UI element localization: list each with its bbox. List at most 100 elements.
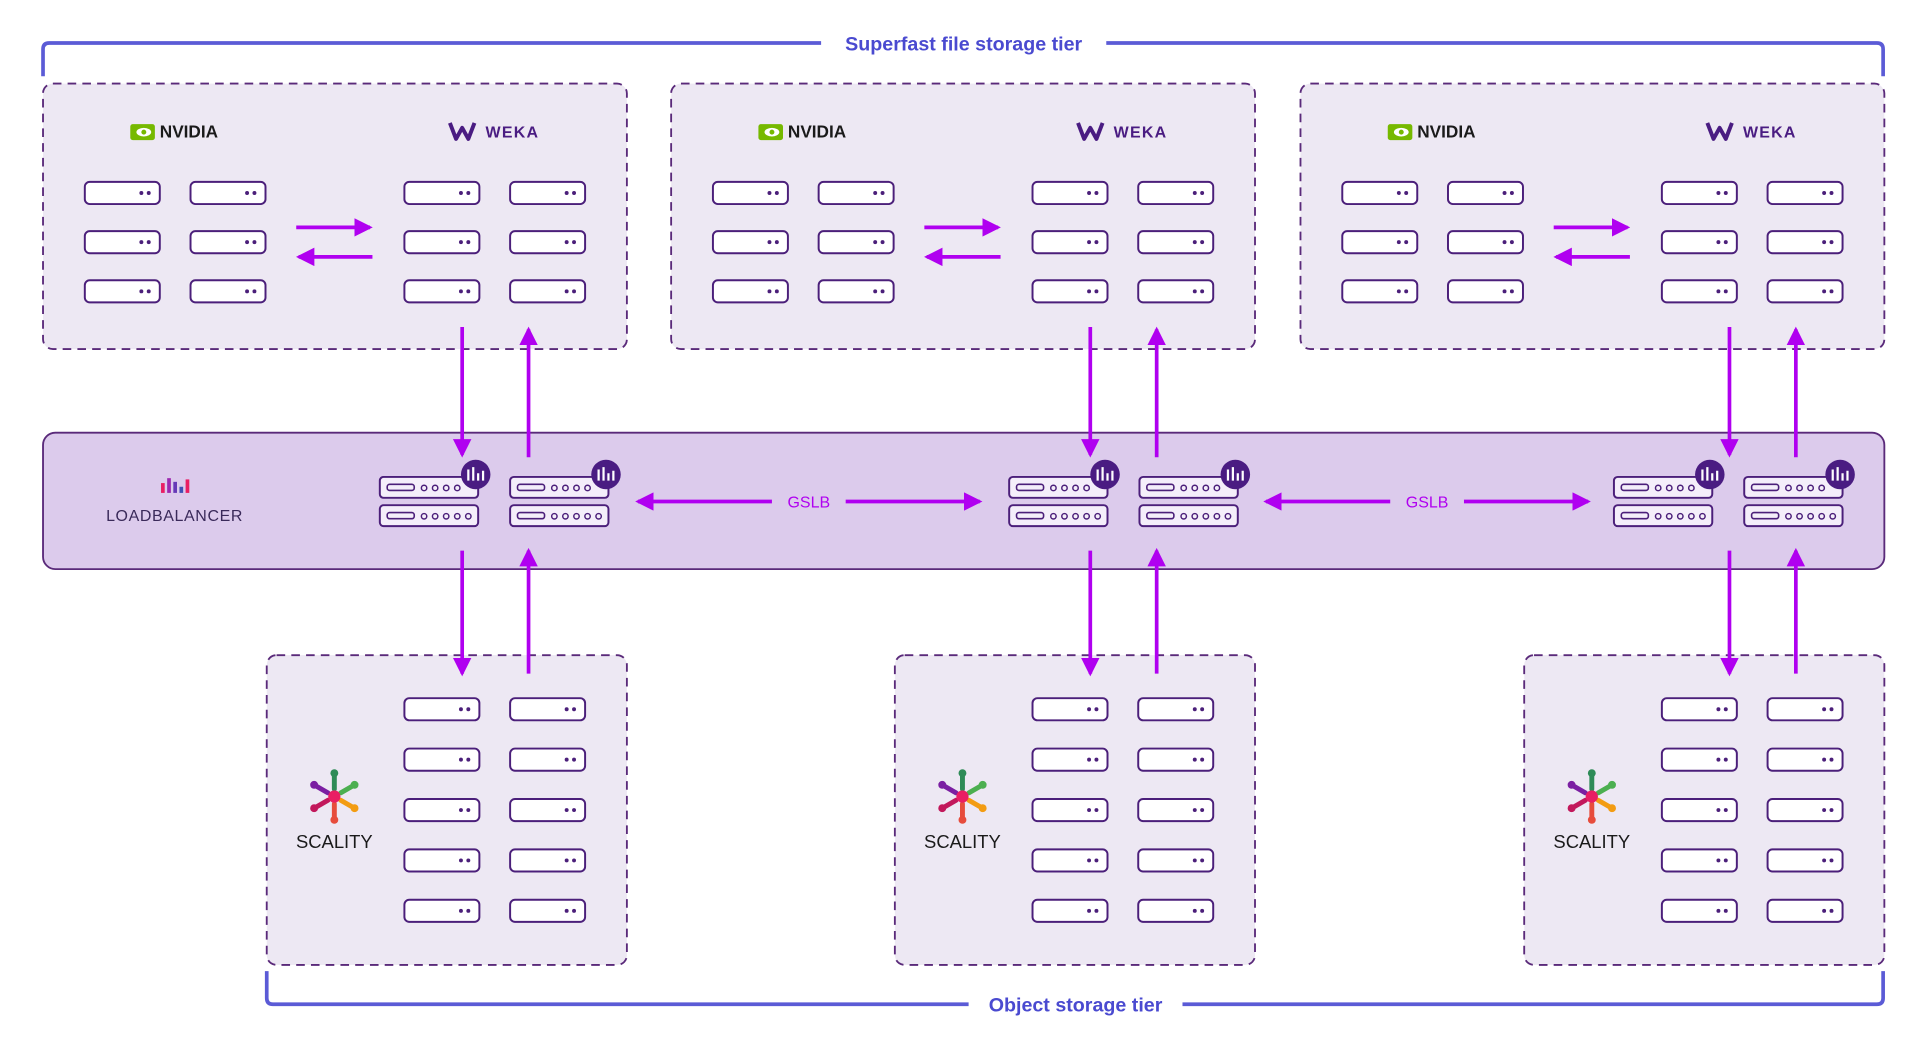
server-body (1660, 747, 1738, 772)
scality-node (1567, 804, 1576, 813)
scality-node (350, 780, 359, 789)
server-unit (1766, 797, 1844, 823)
server-body (1447, 230, 1524, 255)
scality-node (330, 815, 339, 824)
loadbalancer-brand-label: LOADBALANCER (106, 508, 243, 525)
server-led (767, 289, 772, 294)
appliance-slot (1146, 511, 1175, 520)
server-unit (817, 180, 895, 206)
appliance-port (1654, 512, 1662, 520)
server-body (509, 898, 587, 923)
appliance-port (1180, 484, 1188, 492)
server-unit (509, 180, 587, 206)
server-led (1822, 757, 1827, 762)
server-unit (1660, 898, 1738, 923)
server-led (1502, 289, 1507, 294)
server-unit (1137, 898, 1215, 923)
appliance-port (420, 512, 428, 520)
server-body (1137, 180, 1215, 206)
gslb-label: GSLB (788, 495, 831, 512)
server-led (1502, 191, 1507, 195)
server-body (1766, 697, 1844, 722)
appliance-port (1061, 484, 1068, 492)
server-led (252, 289, 257, 294)
bottom-tier-label: Object storage tier (989, 995, 1163, 1017)
nvidia-logo-icon (758, 124, 783, 141)
server-led (1200, 808, 1205, 813)
server-body (1137, 898, 1215, 923)
server-unit (711, 230, 789, 255)
server-led (1087, 289, 1092, 294)
appliance-port (1202, 512, 1210, 520)
server-unit (83, 230, 161, 255)
file-cluster-panel (670, 82, 1256, 351)
appliance-port (1829, 512, 1837, 520)
weka-mark-icon (1705, 122, 1734, 141)
server-unit (509, 797, 587, 823)
loadbalancer-appliance (378, 459, 491, 528)
server-led (767, 240, 772, 245)
nvidia-logo-icon (130, 124, 155, 141)
server-led (1087, 707, 1092, 712)
scality-node (330, 769, 339, 778)
scality-label: SCALITY (924, 831, 1001, 852)
server-led (564, 707, 569, 712)
weka-label: WEKA (486, 125, 540, 142)
server-led (1723, 240, 1728, 245)
appliance-port (1687, 512, 1695, 520)
appliance-port (561, 512, 569, 520)
server-led (1094, 191, 1099, 195)
server-led (1822, 240, 1827, 245)
top-bracket-right (1106, 41, 1885, 77)
server-led (1094, 707, 1099, 712)
server-led (1192, 289, 1197, 294)
server-led (572, 707, 576, 712)
server-led (572, 757, 576, 762)
server-led (1200, 908, 1205, 913)
server-body (1766, 230, 1844, 255)
server-unit (1137, 279, 1215, 304)
appliance-port (1687, 484, 1695, 492)
appliance-slot (1015, 511, 1045, 520)
server-led (1192, 707, 1197, 712)
server-unit (1341, 180, 1419, 206)
server-led (1509, 191, 1514, 195)
server-unit (1031, 848, 1109, 873)
object-cluster-3: SCALITY (1523, 654, 1886, 966)
server-led (1404, 191, 1409, 195)
appliance-unit (1138, 504, 1239, 528)
server-body (509, 697, 587, 722)
scality-node (1587, 815, 1596, 824)
server-led (1192, 858, 1197, 863)
scality-core (956, 790, 969, 803)
server-led (1829, 707, 1834, 712)
server-body (1031, 797, 1109, 823)
scality-node (1608, 780, 1616, 789)
scality-core (328, 790, 341, 803)
appliance-port (1807, 512, 1815, 520)
server-led (245, 289, 250, 294)
server-led (880, 191, 885, 195)
server-unit (1137, 230, 1215, 255)
server-led (564, 908, 569, 913)
server-unit (1137, 180, 1215, 206)
server-led (1396, 240, 1401, 245)
appliance-port (420, 484, 428, 492)
loadbalancer-appliance (1008, 459, 1120, 528)
server-led (1192, 908, 1197, 913)
appliance-port (464, 512, 472, 520)
server-body (1137, 848, 1215, 873)
server-led (458, 707, 463, 712)
server-led (1829, 191, 1834, 195)
server-led (458, 858, 463, 863)
server-led (564, 240, 569, 245)
appliance-port (1094, 512, 1102, 520)
server-unit (509, 230, 587, 255)
server-unit (1660, 230, 1738, 255)
server-body (403, 797, 481, 823)
server-unit (1341, 279, 1419, 304)
server-body (403, 180, 481, 206)
server-unit (1766, 848, 1844, 873)
